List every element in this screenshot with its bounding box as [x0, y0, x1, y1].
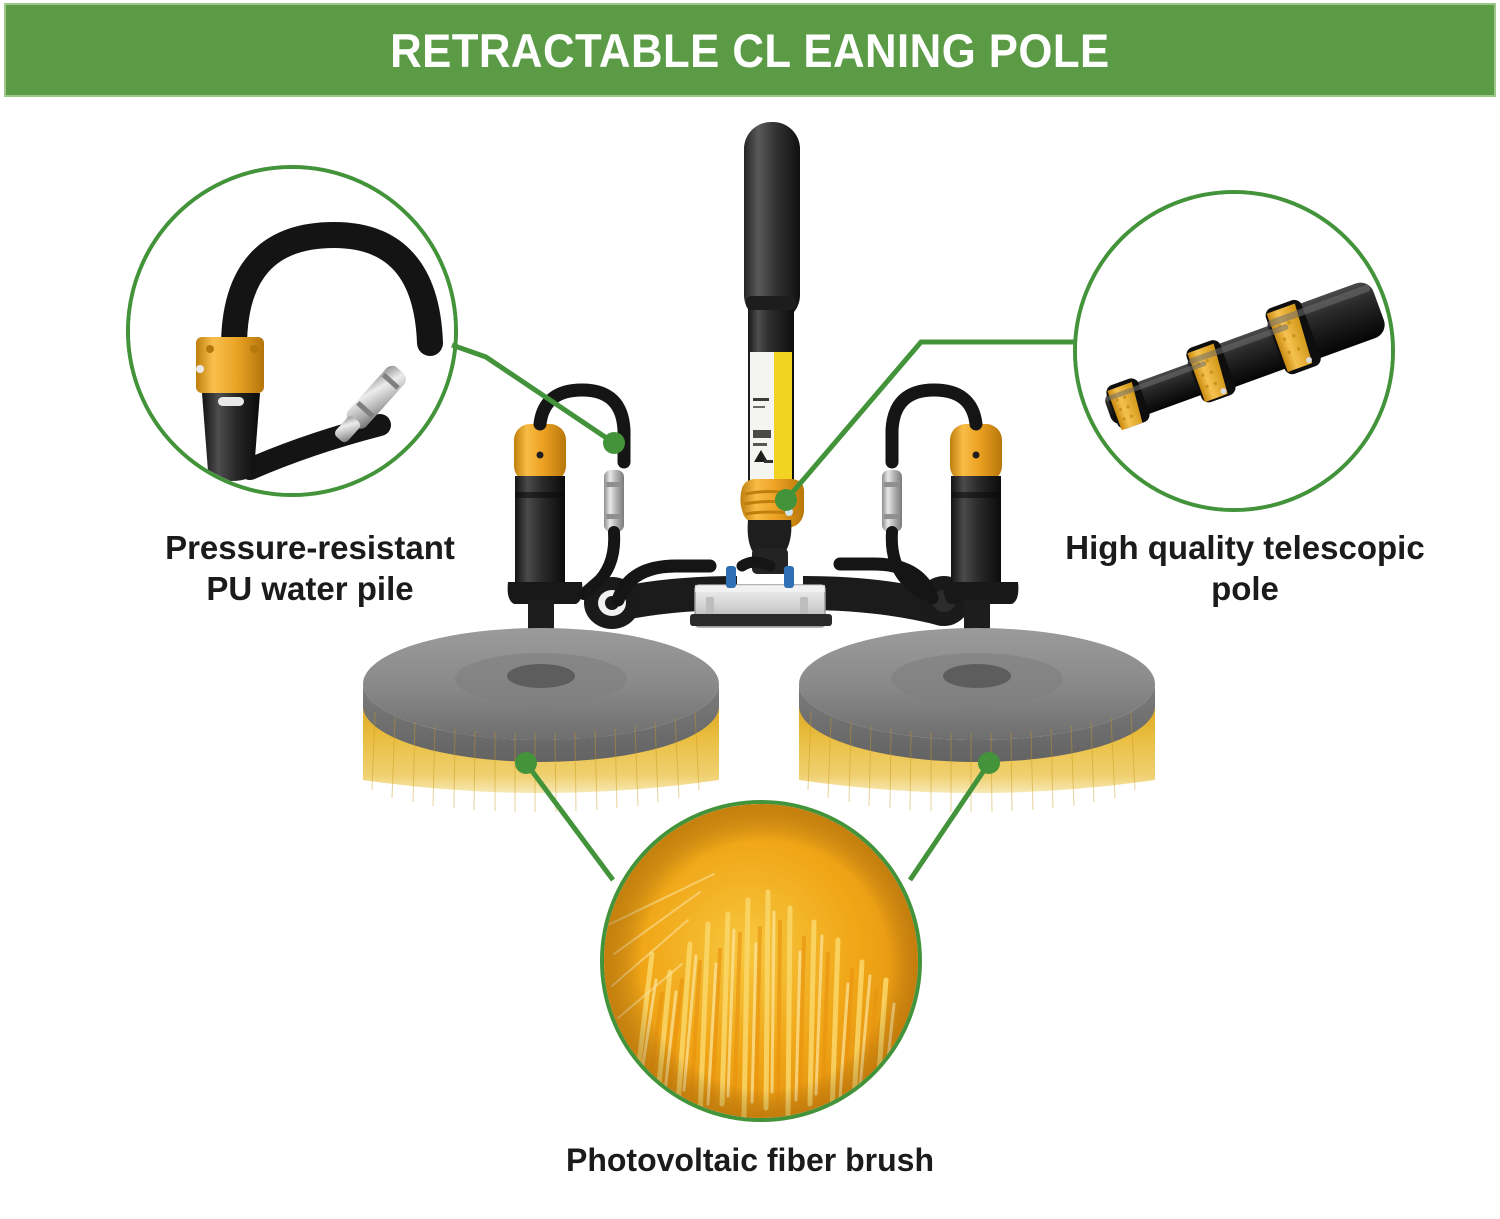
- brush-frame-assembly: [584, 556, 970, 629]
- right-hose-connector: [882, 470, 902, 532]
- pole-sticker: [750, 352, 792, 484]
- telescopic-pole-photo: [1077, 194, 1391, 508]
- fiber-brush-macro-photo: [604, 804, 918, 1118]
- pu-water-pile-photo: [130, 169, 454, 493]
- right-brush-bristles: [799, 706, 1155, 813]
- left-hose-connector: [604, 470, 624, 532]
- label-line-1: Pressure-resistant: [165, 529, 455, 566]
- label-pressure-resistant-pu-water-pile: Pressure-resistant PU water pile: [90, 527, 530, 610]
- label-line-1: Photovoltaic fiber brush: [565, 1142, 935, 1178]
- header-banner: RETRACTABLE CL EANING POLE: [4, 3, 1496, 97]
- left-blue-fitting: [726, 566, 736, 588]
- left-brush-unit: [363, 424, 719, 813]
- callout-circle-telescopic-pole: [1073, 190, 1395, 512]
- label-line-2: pole: [1211, 570, 1279, 608]
- telescopic-pole-assembly: [740, 122, 804, 574]
- callout-circle-fiber-brush: [600, 800, 922, 1122]
- label-line-2: PU water pile: [206, 570, 414, 608]
- right-brush-unit: [799, 424, 1155, 813]
- label-high-quality-telescopic-pole: High quality telescopic pole: [1010, 527, 1480, 610]
- label-line-1: High quality telescopic: [1065, 529, 1425, 566]
- page-title: RETRACTABLE CL EANING POLE: [390, 23, 1110, 77]
- right-blue-fitting: [784, 566, 794, 588]
- callout-circle-pu-water-pile: [126, 165, 458, 497]
- label-photovoltaic-fiber-brush: Photovoltaic fiber brush: [440, 1140, 1060, 1180]
